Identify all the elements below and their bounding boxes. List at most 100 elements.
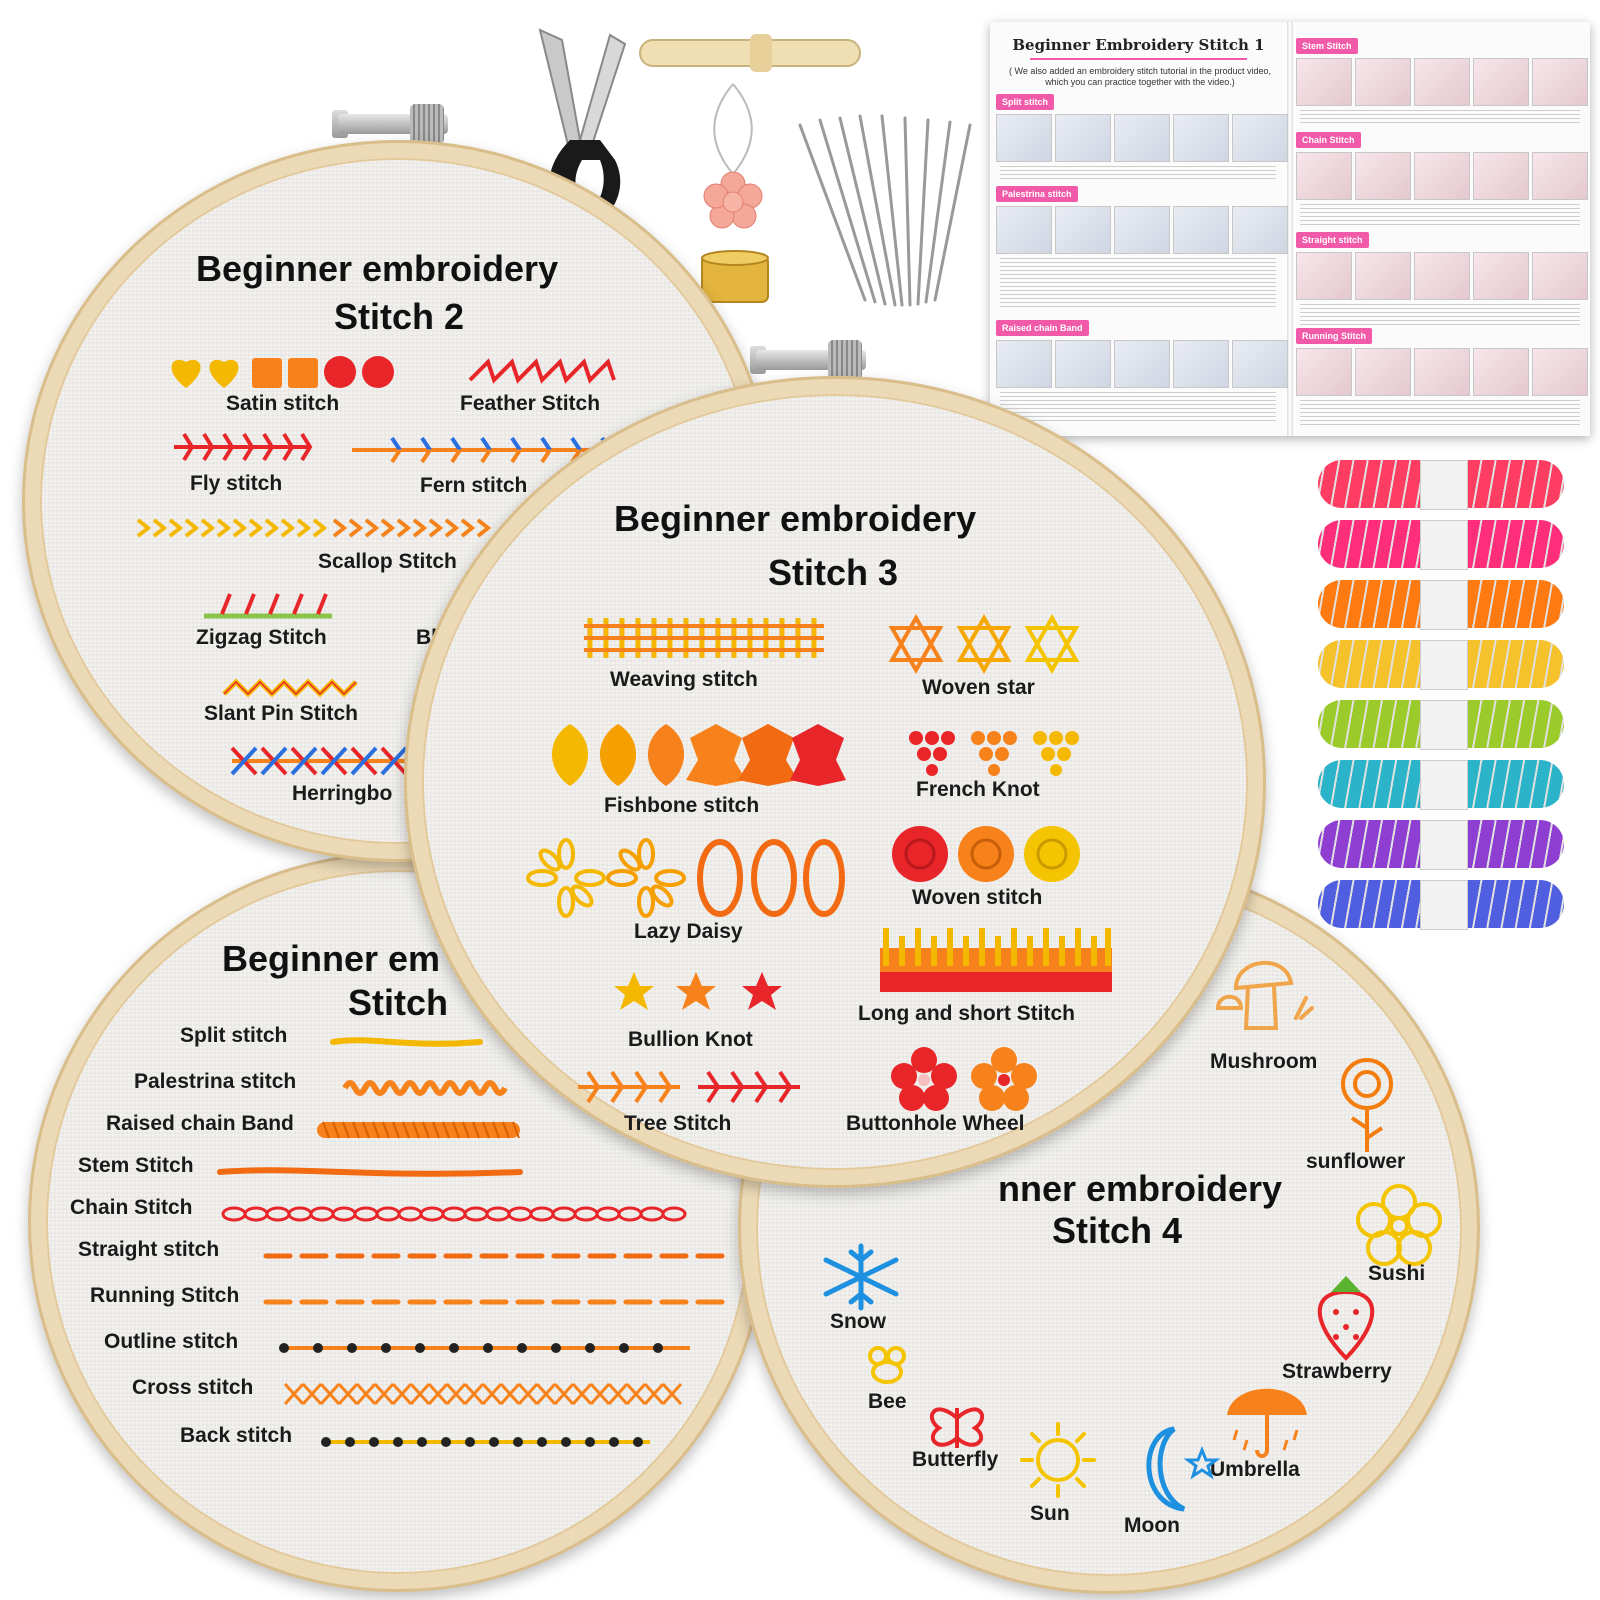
booklet-tag-stem: Stem Stitch: [1296, 38, 1358, 54]
thread-skein: [1318, 580, 1564, 630]
bee-icon: [868, 1346, 906, 1384]
sun-icon: [1020, 1422, 1096, 1498]
label-woven-stitch: Woven stitch: [912, 886, 1043, 909]
hoop1-stitch-line: [263, 1253, 725, 1259]
thread-skein: [1318, 760, 1564, 810]
label-bee: Bee: [868, 1390, 907, 1413]
long-short-stitch-sample: [880, 928, 1112, 992]
booklet-tag-running: Running Stitch: [1296, 328, 1372, 344]
fishbone-stitch-sample: [551, 724, 846, 786]
label-butterfly: Butterfly: [912, 1448, 999, 1471]
label-slant-pin-stitch: Slant Pin Stitch: [204, 702, 359, 725]
booklet-text: [1000, 392, 1276, 422]
tree-stitch-sample: [578, 1070, 800, 1104]
hoop1-stitch-line: [279, 1343, 690, 1353]
hoop1-stitch-line: [330, 1037, 483, 1047]
feather-stitch-sample: [468, 358, 616, 384]
satin-stitch-sample: [171, 356, 394, 388]
hoop1-label-row: Split stitch: [180, 1024, 288, 1047]
thread-skein: [1318, 460, 1564, 510]
thread-skein: [1318, 820, 1564, 870]
woven-star-sample: [888, 613, 1080, 675]
thread-skein: [1318, 700, 1564, 750]
hoop1-label-row: Outline stitch: [104, 1330, 239, 1353]
weaving-stitch-sample: [584, 618, 824, 658]
label-lazy-daisy: Lazy Daisy: [634, 920, 743, 943]
booklet-photos: [1296, 252, 1588, 300]
lazy-daisy-sample: [526, 838, 845, 918]
hoop1-stitch-line: [317, 1121, 520, 1139]
butterfly-icon: [929, 1407, 985, 1448]
label-strawberry: Strawberry: [1282, 1360, 1392, 1383]
booklet-tag-split: Split stitch: [996, 94, 1055, 110]
label-mushroom: Mushroom: [1210, 1050, 1318, 1073]
booklet-photos: [996, 114, 1288, 162]
needle-threader-tube-icon: [639, 34, 861, 72]
sushi-flower-icon: [1356, 1184, 1442, 1266]
booklet-fold: [1287, 22, 1293, 436]
needles-icon: [798, 114, 972, 307]
mushroom-icon: [1215, 960, 1314, 1030]
booklet-text: [1000, 258, 1276, 308]
hoop1-title-line1: Beginner em: [222, 938, 441, 979]
label-sushi: Sushi: [1368, 1262, 1426, 1285]
skein-band: [1420, 760, 1468, 810]
moon-star-icon: [1146, 1426, 1221, 1512]
booklet-text: [1300, 304, 1580, 326]
flower-threader-icon: [703, 83, 763, 229]
label-herringbone-stitch-partial: Herringbo: [292, 782, 393, 805]
label-scallop-stitch: Scallop Stitch: [318, 550, 457, 573]
label-fern-stitch: Fern stitch: [420, 474, 528, 497]
thread-skein: [1318, 880, 1564, 930]
sunflower-icon: [1341, 1058, 1393, 1152]
booklet-tag-raised: Raised chain Band: [996, 320, 1089, 336]
snowflake-icon: [823, 1243, 899, 1311]
booklet-tag-palestrina: Palestrina stitch: [996, 186, 1078, 202]
hoop1-stitch-line: [263, 1299, 725, 1305]
woven-stitch-sample: [892, 826, 1080, 882]
skein-band: [1420, 820, 1468, 870]
hoop3-title-line1: Beginner embroidery: [614, 498, 977, 539]
hoop1-stitch-line: [342, 1080, 508, 1096]
booklet-text: [1300, 400, 1580, 426]
label-moon: Moon: [1124, 1514, 1180, 1537]
strawberry-icon: [1317, 1276, 1375, 1361]
label-sun: Sun: [1030, 1502, 1070, 1525]
skein-band: [1420, 580, 1468, 630]
booklet-title: Beginner Embroidery Stitch 1: [1012, 36, 1265, 54]
hoop3-title-line2: Stitch 3: [768, 552, 899, 593]
hoop1-stitch-line: [321, 1437, 650, 1447]
hoop1-label-row: Cross stitch: [132, 1376, 254, 1399]
skein-band: [1420, 520, 1468, 570]
buttonhole-wheel-sample: [891, 1047, 1037, 1111]
booklet-photos: [1296, 58, 1588, 106]
hoop1-stitch-line: [217, 1167, 523, 1177]
booklet-tag-straight: Straight stitch: [1296, 232, 1369, 248]
label-bullion-knot: Bullion Knot: [628, 1028, 753, 1051]
hoop1-label-row: Straight stitch: [78, 1238, 220, 1261]
hoop2-screw: [332, 104, 448, 144]
hoop1-label-row: Back stitch: [180, 1424, 293, 1447]
hoop1-label-row: Raised chain Band: [106, 1112, 294, 1135]
bullion-knot-sample: [614, 972, 782, 1010]
hoop4-title-line2: Stitch 4: [1052, 1210, 1183, 1251]
hoop2-title-line2: Stitch 2: [334, 296, 465, 337]
booklet-subtitle: ( We also added an embroidery stitch tut…: [1009, 66, 1271, 87]
thread-skein: [1318, 640, 1564, 690]
thimble-icon: [701, 250, 769, 303]
label-fishbone-stitch: Fishbone stitch: [604, 794, 760, 817]
booklet-text: [1300, 110, 1580, 126]
skein-band: [1420, 700, 1468, 750]
slant-pin-stitch-sample: [222, 678, 358, 698]
scallop-stitch-sample: [136, 518, 492, 538]
booklet-photos: [1296, 152, 1588, 200]
thread-skein: [1318, 520, 1564, 570]
label-french-knot: French Knot: [916, 778, 1040, 801]
skein-band: [1420, 880, 1468, 930]
label-satin-stitch: Satin stitch: [226, 392, 340, 415]
zigzag-stitch-sample: [204, 593, 332, 619]
hoop1-label-row: Chain Stitch: [70, 1196, 193, 1219]
label-long-short-stitch: Long and short Stitch: [858, 1002, 1075, 1025]
label-snow: Snow: [830, 1310, 886, 1333]
label-woven-star: Woven star: [922, 676, 1035, 699]
